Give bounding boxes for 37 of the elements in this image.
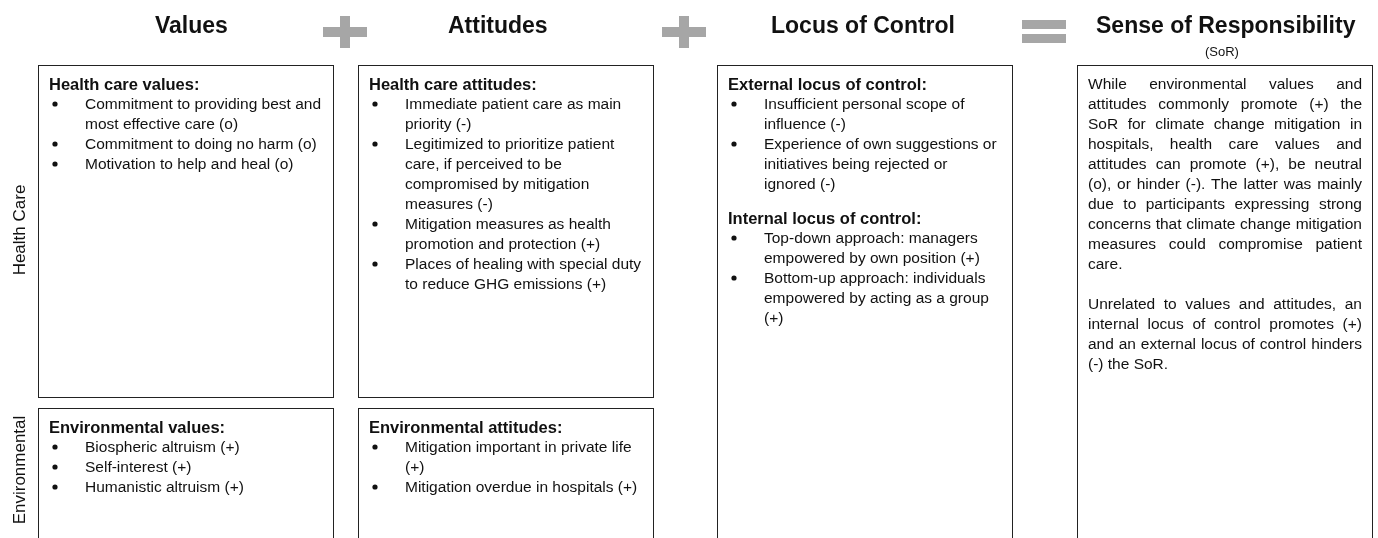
box-heading: Health care values: bbox=[49, 74, 201, 94]
column-heading: Locus of Control bbox=[771, 12, 955, 39]
text-box bbox=[358, 408, 654, 538]
bullet-item: Immediate patient care as main priority (-) bbox=[405, 95, 622, 132]
bullet-item: Self-interest (+) bbox=[85, 458, 192, 475]
bullet-item: Mitigation overdue in hospitals (+) bbox=[405, 478, 638, 495]
box-heading: Health care attitudes: bbox=[369, 74, 538, 94]
bullet-item: Legitimized to prioritize patient care, if perceived to be compromised by mitigation measures (-) bbox=[405, 135, 615, 212]
paragraph: While environmental values and attitudes commonly promote (+) the SoR for climate change mitigation in hospitals, health care values and attitudes can promote (+), be neutral (o), or hinder (-). The latter was mainly due to participants expressing strong concerns that climate change mitigation measures could compromise patient care. bbox=[1088, 74, 1362, 274]
box-heading: Environmental attitudes: bbox=[369, 417, 564, 437]
text-box bbox=[358, 65, 654, 398]
bullet-item: Commitment to doing no harm (o) bbox=[85, 135, 317, 152]
bullet-item: Insufficient personal scope of influence (-) bbox=[764, 95, 965, 132]
column-heading: Sense of Responsibility bbox=[1096, 12, 1356, 39]
bullet-item: Places of healing with special duty to reduce GHG emissions (+) bbox=[405, 255, 642, 292]
bullet-item: Top-down approach: managers empowered by own position (+) bbox=[764, 229, 980, 266]
text-box bbox=[1077, 65, 1373, 538]
bullet-item: Commitment to providing best and most effective care (o) bbox=[85, 95, 322, 132]
row-label: Environmental bbox=[9, 415, 30, 525]
paragraph: Unrelated to values and attitudes, an internal locus of control promotes (+) and an external locus of control hinders (-) the SoR. bbox=[1088, 294, 1362, 374]
bullet-item: Mitigation measures as health promotion and protection (+) bbox=[405, 215, 611, 252]
bullet-item: Experience of own suggestions or initiatives being rejected or ignored (-) bbox=[764, 135, 997, 192]
bullet-item: Mitigation important in private life (+) bbox=[405, 438, 632, 475]
abbreviation: (SoR) bbox=[1205, 44, 1239, 59]
box-heading: Environmental values: bbox=[49, 417, 227, 437]
bullet-item: Motivation to help and heal (o) bbox=[85, 155, 294, 172]
row-label: Health Care bbox=[9, 184, 30, 276]
column-heading: Values bbox=[155, 12, 228, 39]
box-heading: Internal locus of control: bbox=[728, 208, 923, 228]
text-box bbox=[38, 408, 334, 538]
text-box bbox=[38, 65, 334, 398]
bullet-item: Humanistic altruism (+) bbox=[85, 478, 244, 495]
bullet-item: Bottom-up approach: individuals empowered by acting as a group (+) bbox=[764, 269, 989, 326]
box-heading: External locus of control: bbox=[728, 74, 928, 94]
text-box bbox=[717, 65, 1013, 538]
bullet-item: Biospheric altruism (+) bbox=[85, 438, 240, 455]
column-heading: Attitudes bbox=[448, 12, 548, 39]
